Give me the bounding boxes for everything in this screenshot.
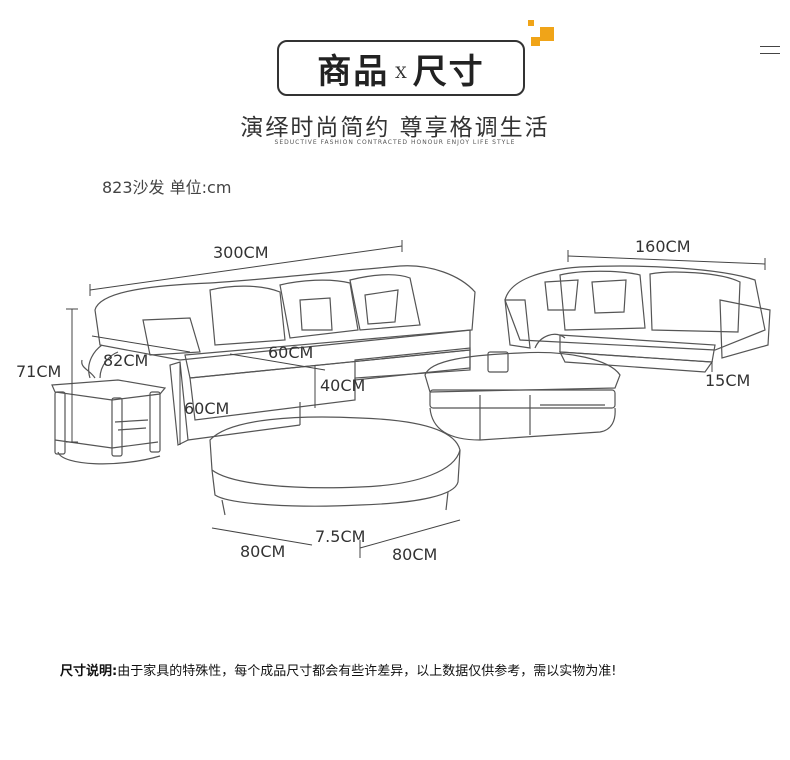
dim-seat-height: 40CM (320, 376, 365, 395)
sofa-pillow (299, 297, 333, 331)
sofa-pillow (142, 317, 201, 356)
dim-ottoman-depth: 80CM (392, 545, 437, 564)
size-note-text: 由于家具的特殊性，每个成品尺寸都会有些许差异，以上数据仅供参考，需以实物为准! (117, 664, 617, 679)
loveseat-left-arm (504, 299, 531, 349)
dim-ottoman-width: 80CM (240, 542, 285, 561)
dim-sofa-length: 300CM (213, 243, 269, 262)
dim-height: 71CM (16, 362, 61, 381)
coffee-table-base (429, 407, 616, 441)
title-part-2: 尺寸 (412, 51, 485, 92)
plant (81, 344, 119, 379)
slogan-subtitle: SEDUCTIVE FASHION CONTRACTED HONOUR ENJO… (274, 139, 516, 146)
menu-icon[interactable] (760, 46, 780, 54)
loveseat-pillow (591, 279, 627, 314)
dim-armrest: 82CM (103, 351, 148, 370)
sofa-chaise-base (354, 347, 471, 381)
size-note-label: 尺寸说明: (60, 664, 118, 679)
loveseat-cushion (649, 271, 741, 333)
title-part-1: 商品 (317, 51, 390, 92)
dim-loveseat-length: 160CM (635, 237, 691, 256)
sofa-pillow (364, 289, 399, 325)
ottoman-top (209, 416, 461, 489)
ottoman-base (211, 449, 461, 507)
loveseat-pillow (544, 279, 579, 311)
loveseat-base (558, 351, 714, 373)
sofa-left-arm (169, 361, 189, 446)
side-table (51, 379, 167, 401)
page-title: 商品 X 尺寸 (277, 40, 525, 96)
loveseat-right-arm (719, 299, 771, 359)
accent-square-tiny (528, 20, 534, 26)
sofa-cushion (209, 285, 286, 346)
title-separator: X (395, 62, 407, 82)
loveseat-back (504, 265, 766, 351)
coffee-table-top (424, 351, 621, 393)
dim-seat-depth: 60CM (268, 343, 313, 362)
sofa-cushion (279, 279, 359, 339)
dim-ottoman-leg: 7.5CM (315, 527, 365, 546)
furniture-dimension-drawing: 300CM 160CM 71CM 82CM 60CM 40CM 60CM 15C… (16, 237, 771, 564)
dim-leg-height: 15CM (705, 371, 750, 390)
sofa-cushion (349, 274, 421, 331)
accent-square-small (531, 37, 540, 46)
dim-side-height: 60CM (184, 399, 229, 418)
size-note: 尺寸说明:由于家具的特殊性，每个成品尺寸都会有些许差异，以上数据仅供参考，需以实… (60, 660, 760, 679)
loveseat-cushion (559, 270, 646, 331)
slogan: 演绎时尚简约 尊享格调生活 (240, 115, 550, 141)
sofa-back (94, 265, 476, 361)
accent-square-large (540, 27, 554, 41)
product-label: 823沙发 单位:cm (102, 178, 232, 197)
